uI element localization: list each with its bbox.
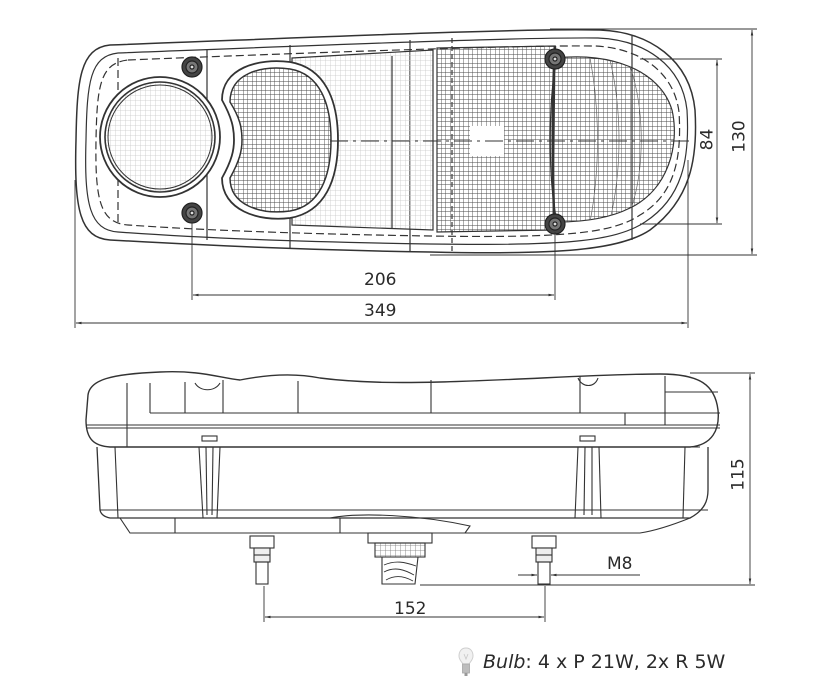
bulb-spec: Bulb: 4 x P 21W, 2x R 5W bbox=[457, 646, 725, 678]
bulb-spec-text: Bulb: 4 x P 21W, 2x R 5W bbox=[483, 651, 725, 673]
lens-cover-outline bbox=[85, 370, 719, 448]
mounting-screw-icon bbox=[181, 48, 566, 235]
bulb-spec-value: 4 x P 21W, 2x R 5W bbox=[537, 651, 726, 673]
bulb-spec-label: Bulb bbox=[483, 651, 526, 673]
dimension-130-label: 130 bbox=[729, 120, 750, 153]
thread-size-label: M8 bbox=[607, 554, 633, 574]
dimension-84-label: 84 bbox=[697, 128, 718, 151]
dimension-115-label: 115 bbox=[728, 458, 749, 491]
cable-connector bbox=[367, 532, 433, 585]
housing-body bbox=[96, 446, 709, 519]
bulb-spec-separator: : bbox=[525, 651, 532, 673]
side-view-dimensions bbox=[263, 372, 755, 622]
light-bulb-icon bbox=[458, 647, 474, 676]
side-view bbox=[85, 370, 720, 585]
indicator-lens bbox=[549, 56, 675, 223]
housing-outline bbox=[74, 28, 697, 254]
right-mounting-stud bbox=[531, 535, 557, 585]
top-view bbox=[74, 28, 697, 254]
dimension-349-label: 349 bbox=[364, 301, 397, 321]
dimension-206-label: 206 bbox=[364, 270, 397, 290]
dimension-152-label: 152 bbox=[394, 599, 427, 619]
left-mounting-stud bbox=[249, 535, 275, 585]
top-view-dimensions bbox=[74, 28, 757, 328]
